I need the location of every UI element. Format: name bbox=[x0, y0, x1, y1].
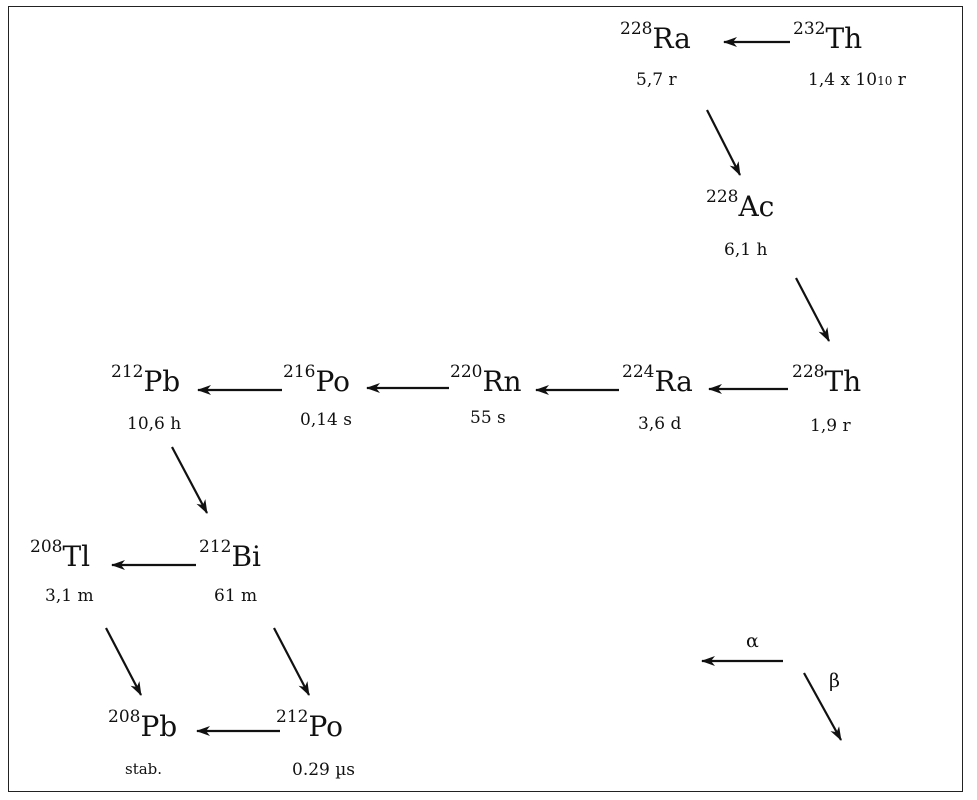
half-life-pb212: 10,6 h bbox=[127, 414, 182, 434]
nuclide-po212: 212Po bbox=[276, 707, 344, 743]
nuclide-pb208: 208Pb bbox=[108, 707, 178, 743]
half-life-po216: 0,14 s bbox=[300, 410, 352, 430]
arrow-tl208-pb208 bbox=[105, 627, 142, 696]
half-life-tl208: 3,1 m bbox=[45, 586, 94, 606]
legend-alpha-label: α bbox=[746, 630, 759, 652]
arrow-ac228-th228 bbox=[795, 277, 830, 342]
half-life-th228: 1,9 r bbox=[810, 416, 851, 436]
half-life-rn220: 55 s bbox=[470, 408, 506, 428]
legend-beta-label: β bbox=[829, 670, 840, 692]
legend-beta-arrow bbox=[803, 672, 842, 741]
nuclide-ra224: 224Ra bbox=[622, 362, 693, 398]
half-life-ra228: 5,7 r bbox=[636, 70, 677, 90]
nuclide-ra228: 228Ra bbox=[620, 19, 691, 55]
nuclide-ac228: 228Ac bbox=[706, 187, 775, 223]
nuclide-pb212: 212Pb bbox=[111, 362, 181, 398]
half-life-ra224: 3,6 d bbox=[638, 414, 682, 434]
nuclide-tl208: 208Tl bbox=[30, 537, 91, 573]
half-life-ac228: 6,1 h bbox=[724, 240, 768, 260]
nuclide-bi212: 212Bi bbox=[199, 537, 261, 573]
arrow-pb212-bi212 bbox=[171, 446, 208, 514]
nuclide-po216: 216Po bbox=[283, 362, 351, 398]
nuclide-th232: 232Th bbox=[793, 19, 863, 55]
half-life-pb208: stab. bbox=[125, 760, 163, 778]
half-life-po212: 0.29 µs bbox=[292, 760, 356, 780]
diagram-frame bbox=[8, 6, 963, 792]
nuclide-th228: 228Th bbox=[792, 362, 862, 398]
arrow-bi212-po212 bbox=[273, 627, 310, 696]
nuclide-rn220: 220Rn bbox=[450, 362, 522, 398]
arrow-ra228-ac228 bbox=[706, 109, 741, 176]
half-life-bi212: 61 m bbox=[214, 586, 258, 606]
half-life-th232: 1,4 x 1010 r bbox=[808, 70, 906, 90]
